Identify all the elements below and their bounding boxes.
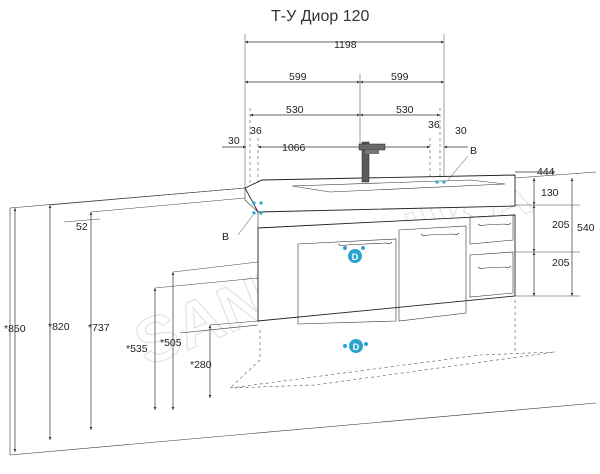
dim-540: 540	[577, 222, 595, 234]
svg-text:B: B	[222, 231, 229, 243]
dim-130: 130	[541, 187, 559, 199]
dim-535: *535	[126, 343, 148, 355]
svg-text:D: D	[352, 252, 359, 262]
dim-1198: 1198	[334, 39, 357, 51]
left-door-handle	[337, 241, 393, 247]
vanity-cabinet	[244, 174, 516, 325]
marker-d-cabinet: D	[343, 246, 365, 263]
dim-280: *280	[190, 359, 212, 371]
right-door	[398, 225, 467, 322]
left-door	[297, 238, 397, 325]
top-drawer-handle	[477, 222, 512, 227]
dim-737: *737	[88, 322, 110, 334]
marker-b-right: B	[435, 145, 477, 184]
dim-205-bottom: 205	[552, 257, 570, 269]
faucet	[358, 141, 386, 183]
dim-30-left: 30	[228, 135, 240, 147]
dim-530-right: 530	[396, 104, 414, 116]
dim-36-right: 36	[428, 119, 440, 131]
dim-820: *820	[48, 321, 70, 333]
dim-1066: 1066	[282, 142, 306, 154]
svg-text:B: B	[470, 145, 477, 157]
bottom-drawer-handle	[477, 265, 512, 270]
top-drawer	[469, 214, 514, 245]
drawing-title: Т-У Диор 120	[271, 8, 370, 25]
marker-d-floor: D	[343, 339, 368, 353]
right-door-handle	[420, 232, 460, 237]
dim-599-right: 599	[391, 71, 409, 83]
depth-dimension-lines	[515, 170, 580, 297]
dim-444: 444	[537, 166, 555, 178]
bottom-drawer	[469, 251, 514, 298]
dim-36-left: 36	[250, 125, 262, 137]
dim-52: 52	[76, 221, 88, 233]
dim-205-top: 205	[552, 219, 570, 231]
dim-530-left: 530	[286, 104, 304, 116]
dim-599-left: 599	[289, 71, 307, 83]
svg-text:D: D	[353, 342, 360, 352]
dim-30-right: 30	[455, 125, 467, 137]
height-dimension-lines	[13, 187, 259, 452]
width-dimension-lines	[222, 34, 468, 195]
floor-footprint	[229, 300, 556, 389]
dim-505: *505	[160, 337, 182, 349]
dim-850: *850	[4, 323, 26, 335]
marker-b-left: B	[222, 201, 263, 243]
